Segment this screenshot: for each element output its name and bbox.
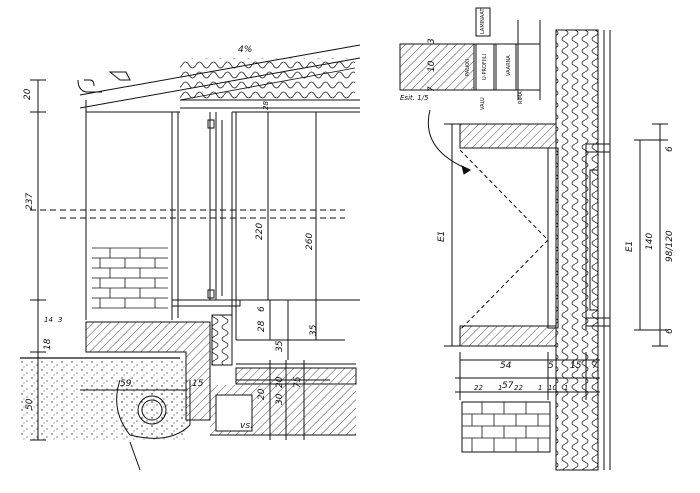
dim-28: 28 (257, 320, 267, 332)
dim-75: 75 (293, 376, 303, 388)
left-dimension-labels: 4% 20 237 50 220 260 6 28 35 18 14 3 35 … (23, 45, 319, 431)
right-dim-e1-right: E1 (625, 241, 635, 252)
dim-50: 50 (25, 398, 35, 410)
tag-rima: RIMA (518, 91, 524, 104)
right-dim-140: 140 (645, 233, 655, 250)
sub-dim-22a: 22 (474, 384, 483, 392)
sub-dim-1c: 1 (564, 384, 568, 392)
right-dim-6a: 6 (665, 146, 675, 152)
tag-valu: VALU (480, 97, 486, 110)
scale-label: Esit. 1/5 (400, 94, 429, 102)
tag-u-profiili: U-PROFIILI (482, 54, 488, 80)
right-dim-3: 3 (427, 38, 437, 44)
dim-20c: 20 (275, 376, 285, 388)
right-dimension-labels: 3 10 7 LAMINAAT PALKKI U-PROFIILI VAARNA… (400, 8, 675, 392)
dim-18: 18 (43, 338, 53, 350)
bottom-dim-5: 5 (548, 361, 554, 371)
right-dim-10: 10 (427, 60, 437, 72)
bottom-dim-15: 15 (570, 361, 582, 371)
left-section (20, 44, 361, 471)
bottom-dim-57: 57 (502, 381, 514, 391)
bottom-dim-7: 7 (592, 361, 598, 371)
sub-dim-22b: 22 (514, 384, 523, 392)
dim-3: 3 (58, 316, 62, 324)
right-dim-7: 7 (427, 86, 437, 92)
dim-220: 220 (255, 223, 265, 240)
dim-237: 237 (25, 193, 35, 210)
right-dim-98-120: 98/120 (665, 230, 675, 262)
right-dim-e1-left: E1 (437, 231, 447, 242)
sub-dim-1b: 1 (538, 384, 542, 392)
dim-28b: 28 (262, 101, 270, 110)
dim-20: 20 (23, 88, 33, 100)
dim-6: 6 (257, 306, 267, 312)
dim-15: 15 (192, 379, 204, 389)
dim-20b: 20 (257, 388, 267, 400)
sub-dim-1a: 1 (498, 384, 502, 392)
dim-260: 260 (305, 233, 315, 250)
right-dim-6b: 6 (665, 328, 675, 334)
roof-slope-label: 4% (238, 45, 252, 55)
tag-vaarna: VAARNA (506, 55, 512, 76)
dim-59: 59 (120, 379, 132, 389)
bottom-dim-54: 54 (500, 361, 512, 371)
dim-35b: 35 (309, 324, 319, 336)
dim-35: 35 (275, 340, 285, 352)
dim-30: 30 (275, 393, 285, 405)
dim-14: 14 (44, 316, 53, 324)
right-section (399, 7, 668, 471)
ground-label: vs. (240, 421, 253, 431)
tag-laminaat: LAMINAAT (480, 8, 486, 34)
tag-palkki: PALKKI (465, 59, 471, 76)
sub-dim-10: 10 (548, 384, 557, 392)
